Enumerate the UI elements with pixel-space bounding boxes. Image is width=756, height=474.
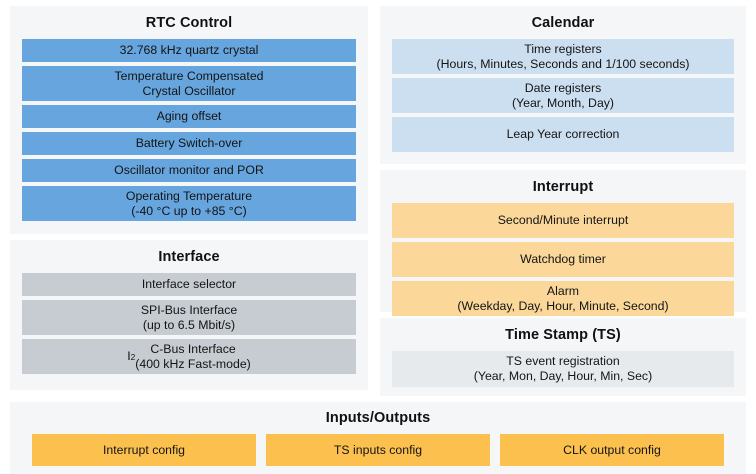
interface-blocks: Interface selector SPI-Bus Interface (up… bbox=[22, 273, 356, 374]
panel-interface: Interface Interface selector SPI-Bus Int… bbox=[10, 240, 368, 390]
panel-calendar: Calendar Time registers (Hours, Minutes,… bbox=[380, 6, 746, 164]
inputs-outputs-blocks: Interrupt config TS inputs config CLK ou… bbox=[32, 434, 724, 466]
diagram-columns: RTC Control 32.768 kHz quartz crystal Te… bbox=[0, 6, 756, 396]
time-stamp-blocks: TS event registration (Year, Mon, Day, H… bbox=[392, 351, 734, 387]
block-time-registers[interactable]: Time registers (Hours, Minutes, Seconds … bbox=[392, 39, 734, 74]
block-leap-year-correction[interactable]: Leap Year correction bbox=[392, 117, 734, 152]
block-alarm[interactable]: Alarm (Weekday, Day, Hour, Minute, Secon… bbox=[392, 281, 734, 316]
panel-title-interrupt: Interrupt bbox=[532, 179, 594, 195]
panel-time-stamp: Time Stamp (TS) TS event registration (Y… bbox=[380, 318, 746, 396]
right-column: Calendar Time registers (Hours, Minutes,… bbox=[380, 6, 746, 396]
block-operating-temperature[interactable]: Operating Temperature (-40 °C up to +85 … bbox=[22, 186, 356, 221]
interrupt-blocks: Second/Minute interrupt Watchdog timer A… bbox=[392, 203, 734, 316]
block-battery-switch-over[interactable]: Battery Switch-over bbox=[22, 132, 356, 155]
block-watchdog-timer[interactable]: Watchdog timer bbox=[392, 242, 734, 277]
block-interface-selector[interactable]: Interface selector bbox=[22, 273, 356, 296]
block-tcxo[interactable]: Temperature Compensated Crystal Oscillat… bbox=[22, 66, 356, 101]
panel-rtc-control: RTC Control 32.768 kHz quartz crystal Te… bbox=[10, 6, 368, 234]
rtc-control-blocks: 32.768 kHz quartz crystal Temperature Co… bbox=[22, 39, 356, 221]
block-ts-inputs-config[interactable]: TS inputs config bbox=[266, 434, 490, 466]
block-oscillator-monitor-por[interactable]: Oscillator monitor and POR bbox=[22, 159, 356, 182]
panel-title-inputs-outputs: Inputs/Outputs bbox=[325, 410, 431, 426]
panel-inputs-outputs: Inputs/Outputs Interrupt config TS input… bbox=[10, 402, 746, 474]
panel-title-calendar: Calendar bbox=[531, 15, 595, 31]
panel-title-rtc-control: RTC Control bbox=[145, 15, 233, 31]
block-date-registers[interactable]: Date registers (Year, Month, Day) bbox=[392, 78, 734, 113]
panel-interrupt: Interrupt Second/Minute interrupt Watchd… bbox=[380, 170, 746, 316]
block-clk-output-config[interactable]: CLK output config bbox=[500, 434, 724, 466]
block-ts-event-registration[interactable]: TS event registration (Year, Mon, Day, H… bbox=[392, 351, 734, 387]
block-quartz-crystal[interactable]: 32.768 kHz quartz crystal bbox=[22, 39, 356, 62]
block-second-minute-interrupt[interactable]: Second/Minute interrupt bbox=[392, 203, 734, 238]
block-interrupt-config[interactable]: Interrupt config bbox=[32, 434, 256, 466]
block-aging-offset[interactable]: Aging offset bbox=[22, 105, 356, 128]
panel-title-time-stamp: Time Stamp (TS) bbox=[505, 327, 621, 343]
left-column: RTC Control 32.768 kHz quartz crystal Te… bbox=[10, 6, 368, 396]
calendar-blocks: Time registers (Hours, Minutes, Seconds … bbox=[392, 39, 734, 152]
block-spi-bus-interface[interactable]: SPI-Bus Interface (up to 6.5 Mbit/s) bbox=[22, 300, 356, 335]
panel-title-interface: Interface bbox=[158, 249, 220, 265]
